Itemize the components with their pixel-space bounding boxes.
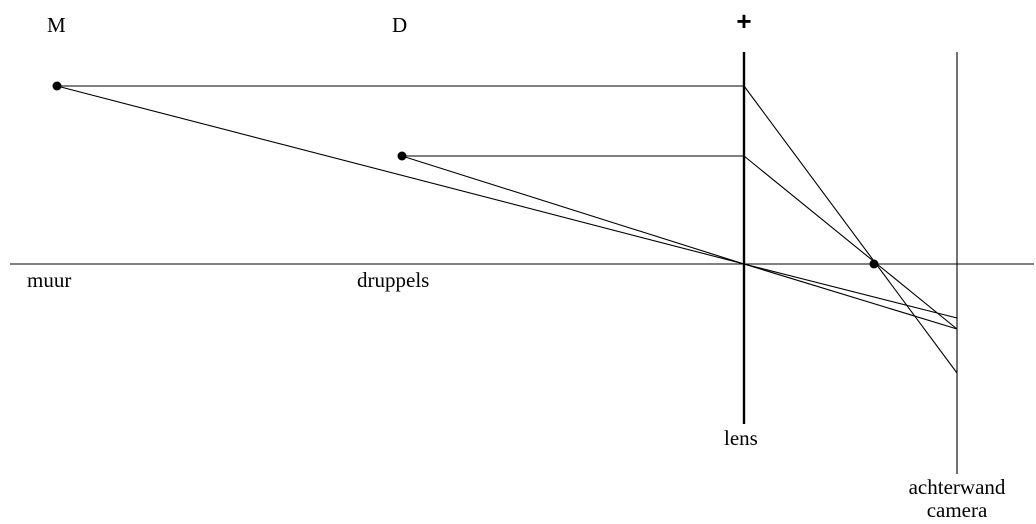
ray-m-center-continued [743, 263, 958, 319]
focal-point [869, 259, 879, 269]
label-druppels: druppels [357, 268, 429, 292]
point-d [397, 151, 407, 161]
label-d: D [392, 13, 407, 37]
label-m: M [47, 13, 66, 37]
label-muur: muur [27, 268, 71, 292]
label-lens-plus: + [736, 6, 751, 36]
ray-m-refracted [743, 85, 958, 374]
point-m [52, 81, 62, 91]
ray-d-refracted [743, 155, 958, 330]
ray-m-center [56, 85, 745, 265]
label-back-wall-1: achterwand [909, 475, 1006, 499]
label-back-wall-2: camera [927, 498, 988, 522]
ray-d-center [401, 155, 745, 265]
label-lens: lens [724, 426, 758, 450]
ray-d-center-continued [743, 263, 958, 330]
